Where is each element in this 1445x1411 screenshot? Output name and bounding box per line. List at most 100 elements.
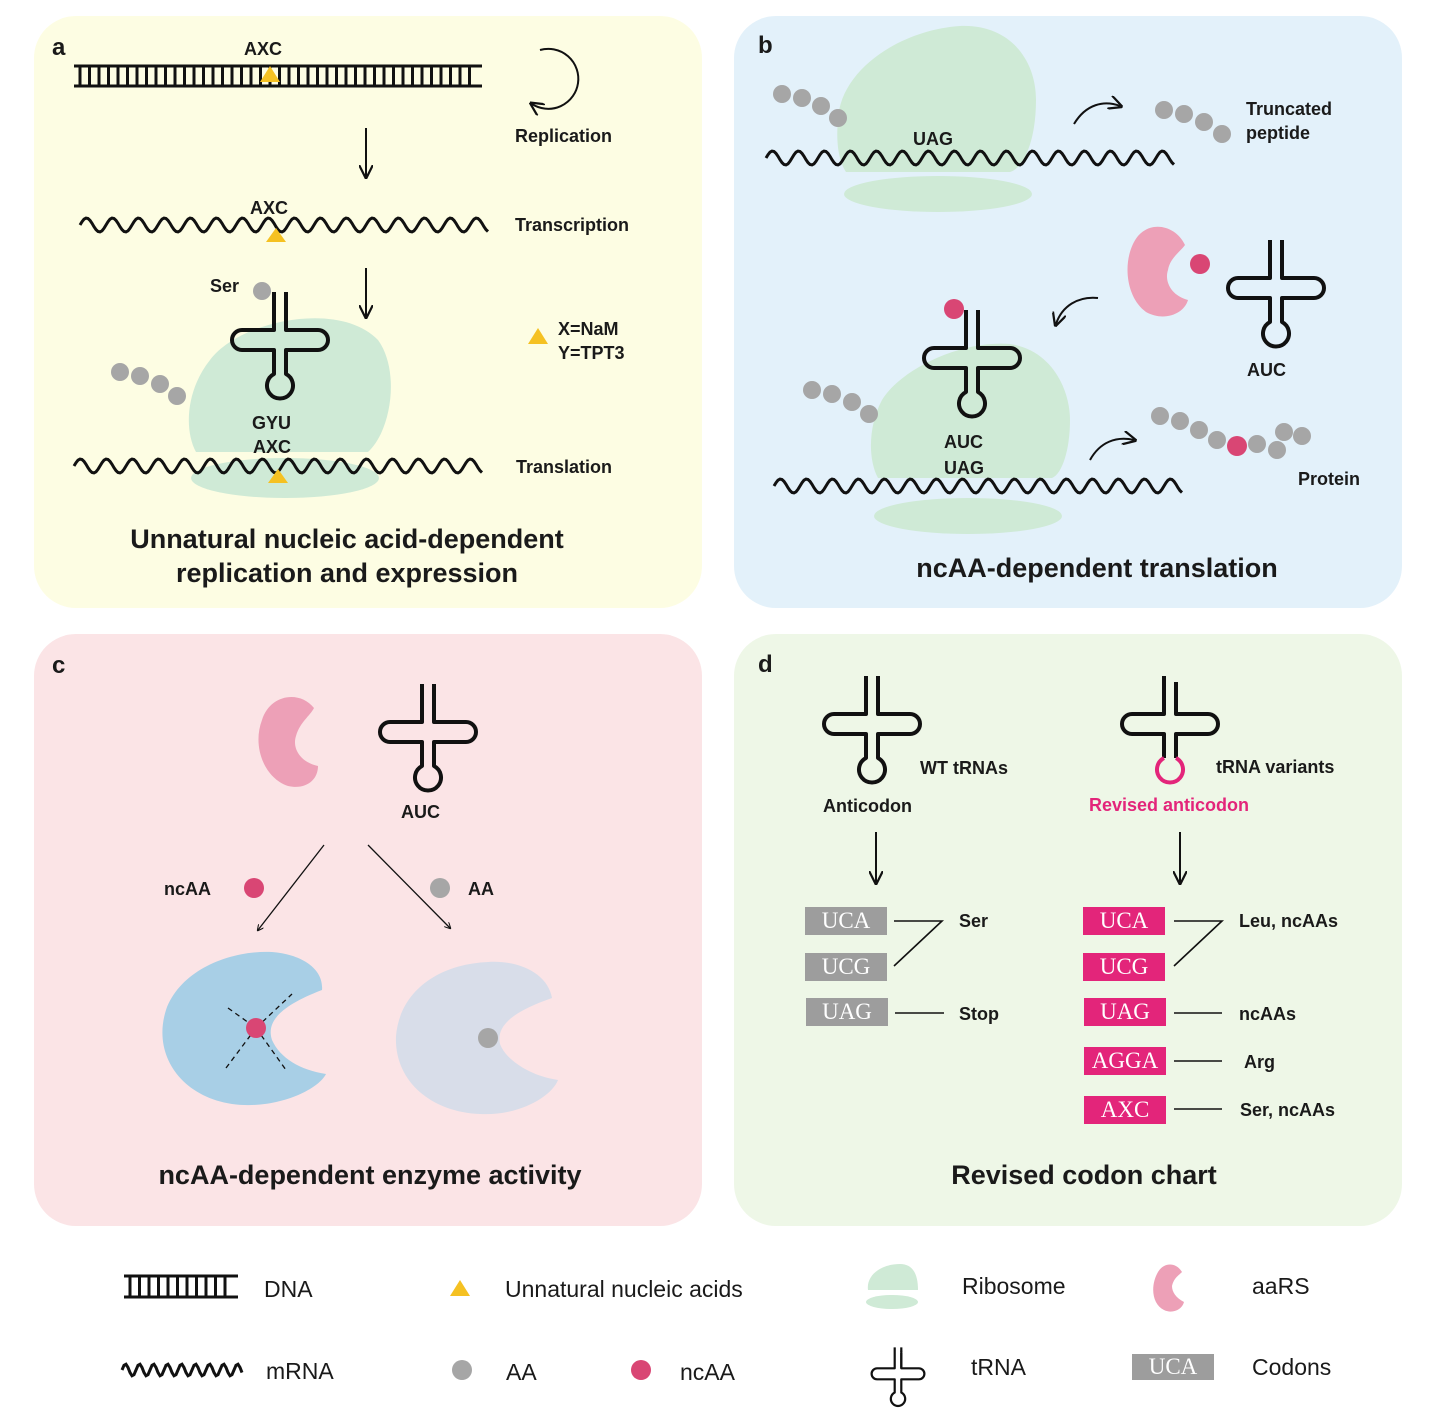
arrow-release — [1073, 103, 1120, 125]
aa-ser — [253, 282, 271, 300]
variant-codon-agga: AGGA — [1084, 1047, 1166, 1075]
dna-ladder — [74, 64, 482, 88]
wt-codon-uca: UCA — [805, 907, 887, 935]
ncaa-dot — [944, 299, 964, 319]
trna-auc-label: AUC — [1247, 360, 1286, 380]
wt-codon-connectors — [893, 920, 945, 1014]
mrna-strand-b2 — [772, 477, 1184, 495]
key-x: X=NaM — [558, 319, 619, 339]
uag-label: UAG — [913, 129, 953, 149]
ribosome-large — [870, 343, 1070, 478]
legend-dna-label: DNA — [264, 1276, 313, 1302]
arrow-to-aa — [367, 844, 450, 928]
anticodon-label: AUC — [944, 432, 983, 452]
panel-c-title: ncAA-dependent enzyme activity — [158, 1160, 582, 1190]
ncaa-dot — [1190, 254, 1210, 274]
ribosome-small — [874, 498, 1062, 534]
legend-codon-sample: UCA — [1132, 1354, 1214, 1380]
truncated-peptide-label: Truncated peptide — [1246, 99, 1333, 143]
arrow-charging — [1056, 296, 1099, 324]
legend-ribosome-label: Ribosome — [962, 1273, 1066, 1299]
peptide-chain — [111, 363, 186, 405]
inactive-enzyme — [395, 961, 558, 1115]
unnatural-base-marker — [266, 228, 286, 242]
replication-label: Replication — [515, 126, 613, 146]
trna-auc-label: AUC — [401, 802, 440, 822]
ribosome-small — [844, 176, 1032, 212]
aa-dot — [430, 878, 450, 898]
panel-c-letter: c — [52, 652, 66, 679]
dna-codon-label: AXC — [244, 39, 283, 59]
full-length-protein — [1151, 407, 1311, 459]
trna-variants-label: tRNA variants — [1216, 757, 1335, 777]
legend-unnatural-icon — [450, 1280, 470, 1296]
panel-a-letter: a — [52, 34, 66, 61]
legend-mrna-icon — [120, 1362, 244, 1378]
wt-trnas-label: WT tRNAs — [920, 758, 1008, 778]
codon-label: AXC — [253, 437, 292, 457]
variant-codon-axc: AXC — [1084, 1096, 1166, 1124]
wt-codon-uag: UAG — [806, 998, 888, 1026]
anticodon-label: GYU — [252, 413, 292, 433]
active-enzyme — [162, 951, 326, 1106]
aa-bound — [478, 1028, 498, 1048]
variant-assign-arg: Arg — [1244, 1052, 1275, 1072]
aars-enzyme — [1127, 226, 1188, 317]
variant-codon-uca: UCA — [1083, 907, 1165, 935]
variant-codon-connectors — [1173, 920, 1225, 1110]
variant-codon-uag: UAG — [1084, 998, 1166, 1026]
arrow-to-ncaa — [258, 844, 325, 930]
legend-dna-icon — [124, 1274, 238, 1299]
revised-anticodon-label: Revised anticodon — [1089, 795, 1250, 815]
variant-assign-ncaas: ncAAs — [1239, 1004, 1297, 1024]
legend-ribosome-icon — [867, 1264, 918, 1290]
aa-label: AA — [468, 879, 494, 899]
legend-trna-label: tRNA — [971, 1354, 1026, 1380]
panel-c-background — [34, 634, 702, 1226]
legend-aars-label: aaRS — [1252, 1273, 1310, 1299]
panel-d-letter: d — [758, 651, 773, 678]
legend-codons-label: Codons — [1252, 1354, 1332, 1380]
unnatural-base-marker — [260, 66, 280, 82]
variant-codon-ucg: UCG — [1083, 953, 1165, 981]
variant-assign-ser-ncaas: Ser, ncAAs — [1240, 1100, 1336, 1120]
ncaa-bound — [246, 1018, 266, 1038]
mrna-codon-label: AXC — [250, 198, 289, 218]
peptide-chain — [803, 381, 878, 423]
replication-cycle-arrow — [532, 47, 580, 109]
legend-aa-label: AA — [506, 1359, 537, 1385]
anticodon-label: Anticodon — [823, 796, 912, 816]
legend-aars-icon — [1153, 1264, 1184, 1312]
legend-aa-icon — [452, 1360, 472, 1380]
panel-b-letter: b — [758, 32, 773, 59]
ser-label: Ser — [210, 276, 240, 296]
panel-d-title: Revised codon chart — [951, 1160, 1217, 1190]
wt-assign-ser: Ser — [959, 911, 989, 931]
legend-ncaa-label: ncAA — [680, 1359, 735, 1385]
mrna-strand-a1 — [78, 216, 490, 234]
translation-label: Translation — [516, 457, 613, 477]
legend-ribosome-icon-small — [866, 1295, 918, 1309]
codon-label: UAG — [944, 458, 984, 478]
truncated-peptide — [1155, 101, 1231, 143]
ncaa-label: ncAA — [164, 879, 212, 899]
arrow-elongation — [1089, 439, 1134, 461]
unnatural-key-marker — [528, 328, 548, 344]
key-y: Y=TPT3 — [558, 343, 625, 363]
legend-mrna-label: mRNA — [266, 1358, 334, 1384]
transcription-label: Transcription — [515, 215, 630, 235]
ncaa-dot — [244, 878, 264, 898]
aars-enzyme — [258, 696, 318, 787]
peptide-chain — [773, 85, 847, 127]
protein-label: Protein — [1298, 469, 1361, 489]
legend-unnatural-label: Unnatural nucleic acids — [505, 1276, 743, 1302]
wt-assign-stop: Stop — [959, 1004, 999, 1024]
mrna-strand-b1 — [764, 149, 1176, 167]
panel-a-title: Unnatural nucleic acid-dependent replica… — [130, 524, 564, 588]
ribosome-large — [837, 25, 1036, 172]
legend-ncaa-icon — [631, 1360, 651, 1380]
wt-codon-ucg: UCG — [805, 953, 887, 981]
unnatural-base-marker — [268, 469, 288, 483]
